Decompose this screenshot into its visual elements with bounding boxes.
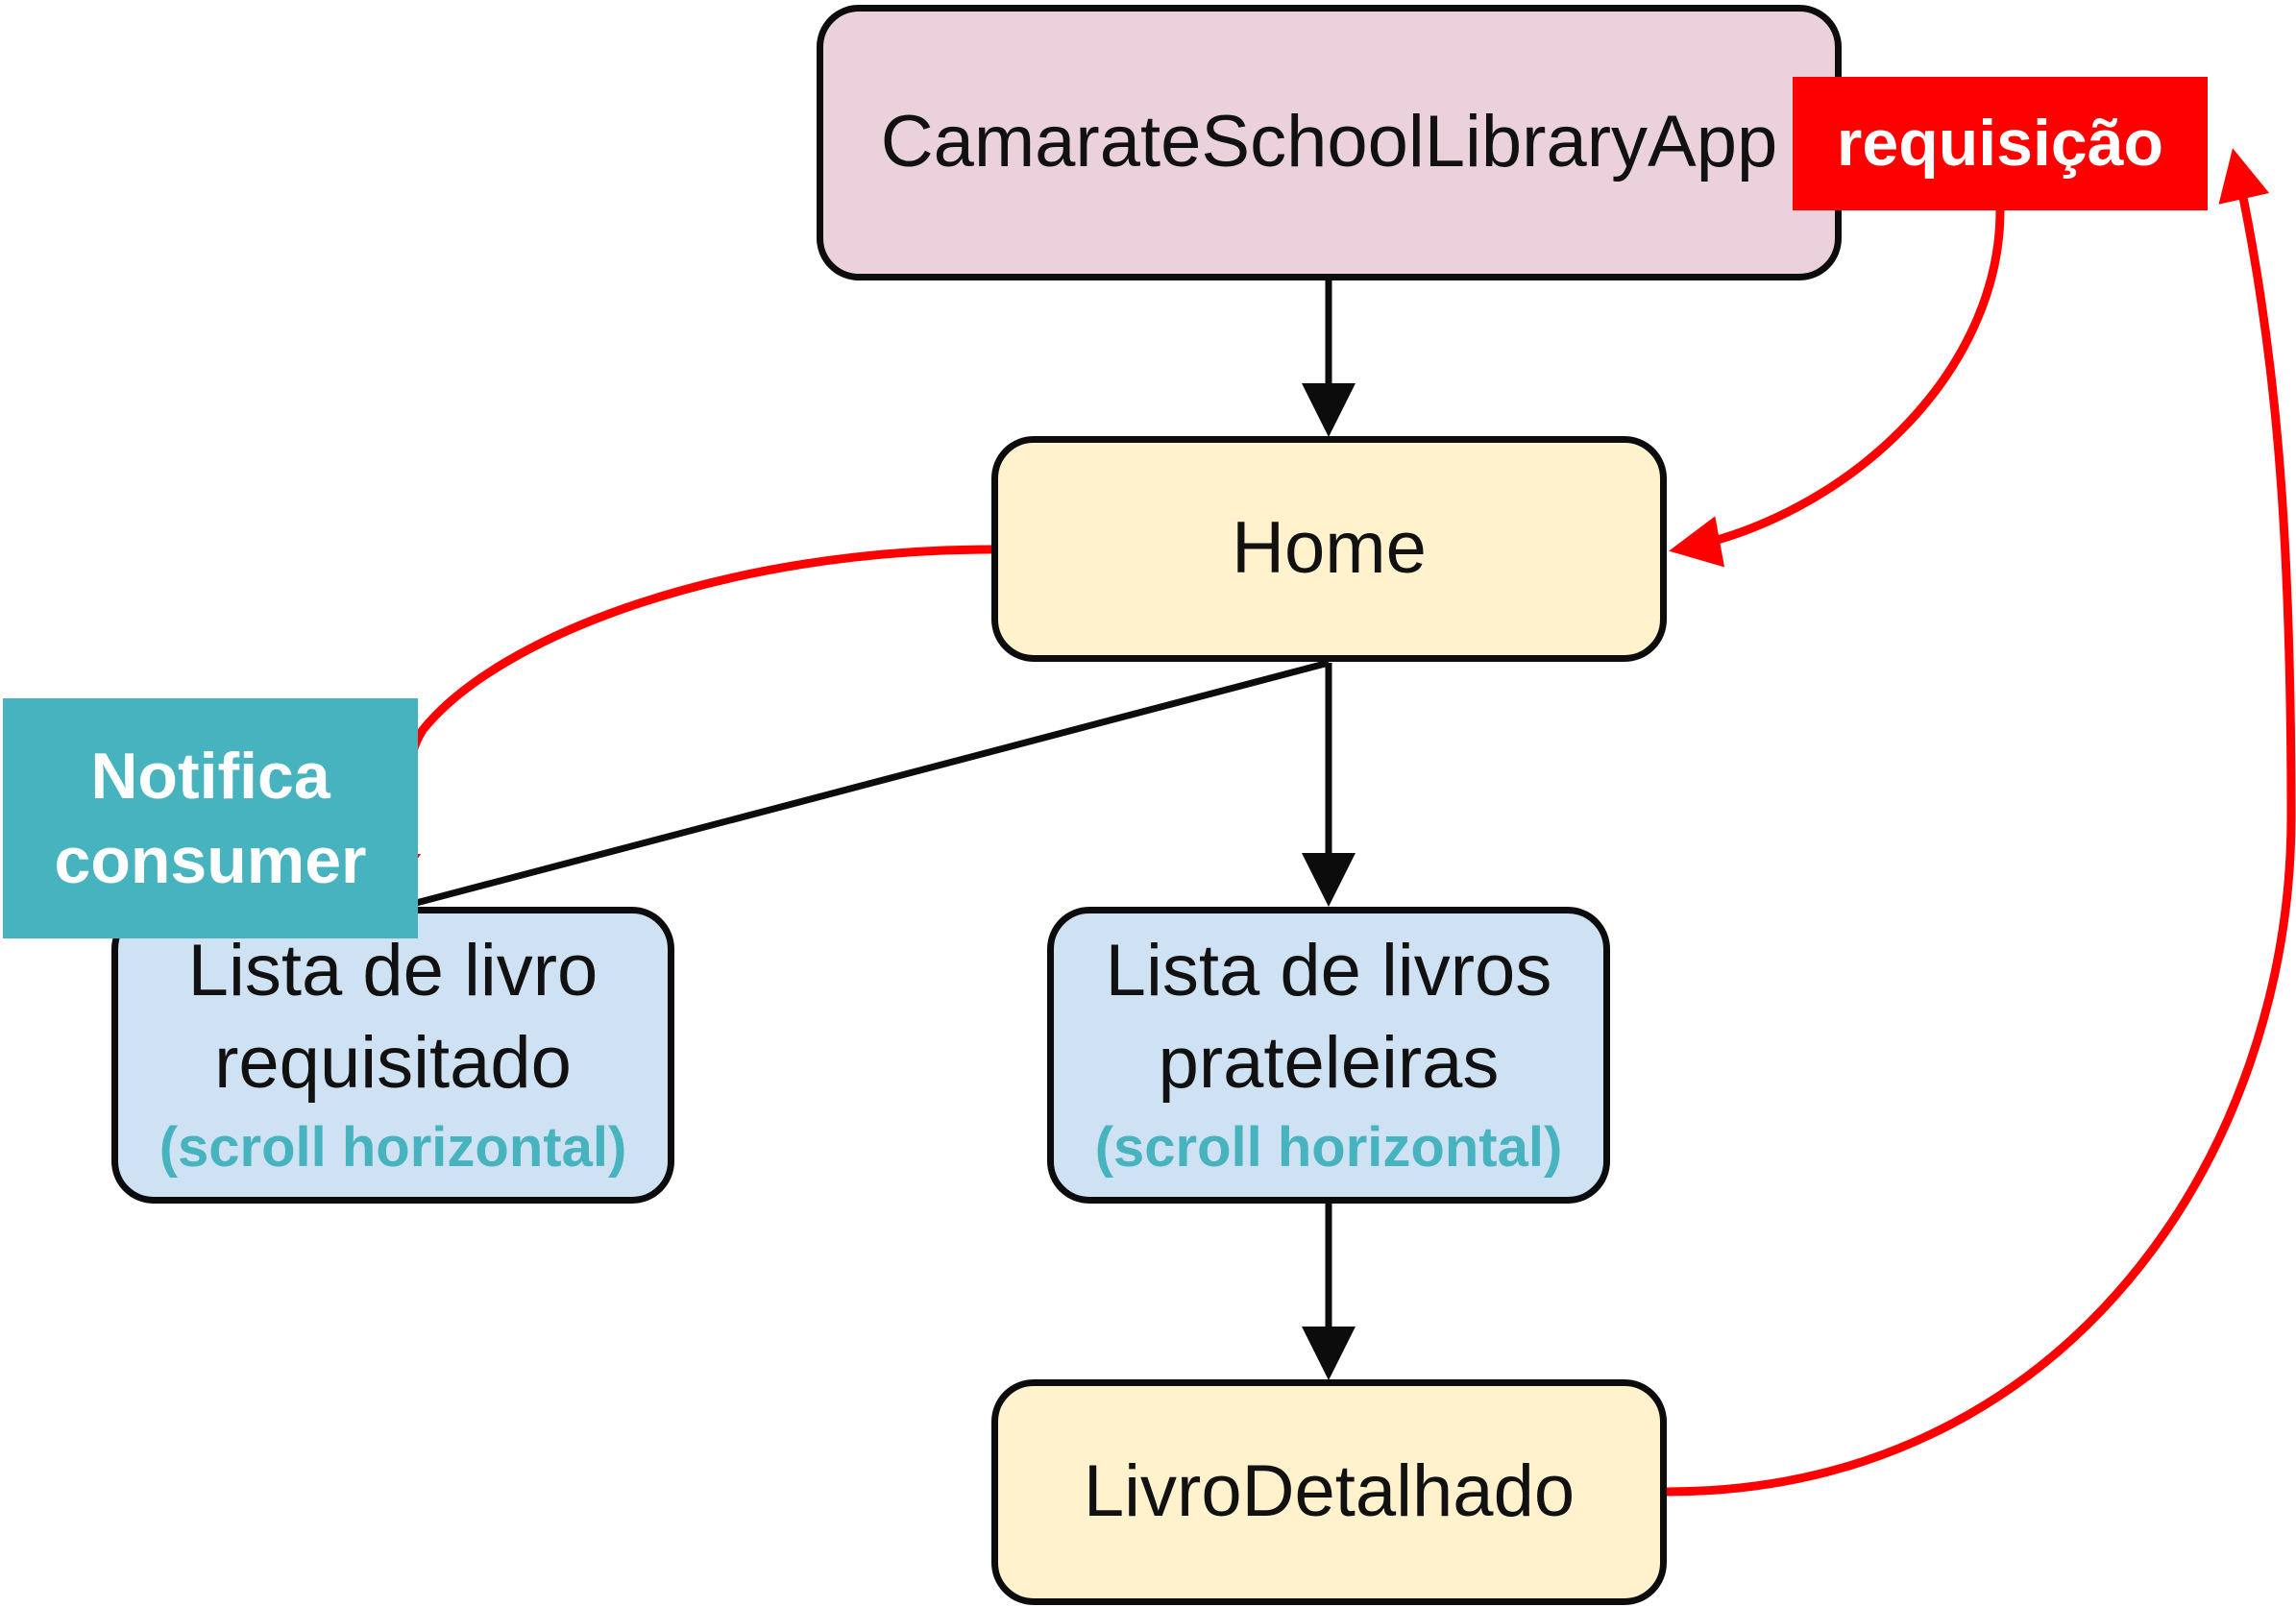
- tag-requisicao: requisição: [1793, 77, 2208, 210]
- edge-home-notifies-requested-list: [369, 545, 992, 902]
- node-home-label: Home: [1232, 507, 1427, 590]
- node-requested-scroll-note: (scroll horizontal): [159, 1115, 627, 1179]
- node-camarate-school-library-app: CamarateSchoolLibraryApp: [817, 5, 1842, 280]
- node-livro-detalhado: LivroDetalhado: [991, 1379, 1667, 1605]
- tag-requisicao-label: requisição: [1836, 107, 2164, 181]
- edge-detail-to-requisicao: [1666, 148, 2296, 1497]
- edge-home-to-requested-list: [401, 659, 1330, 911]
- node-shelves-line1: Lista de livros: [1105, 929, 1552, 1011]
- tag-notifica-consumer: Notifica consumer: [3, 698, 418, 938]
- node-shelves-scroll-note: (scroll horizontal): [1094, 1115, 1563, 1179]
- node-shelves-line2: prateleiras: [1158, 1022, 1500, 1105]
- node-app-label: CamarateSchoolLibraryApp: [880, 101, 1778, 183]
- edge-requisicao-to-home: [1669, 209, 2005, 568]
- node-detail-label: LivroDetalhado: [1083, 1450, 1575, 1533]
- node-requested-line2: requisitado: [214, 1022, 572, 1105]
- node-requested-book-list: Lista de livro requisitado (scroll horiz…: [111, 907, 674, 1204]
- node-shelves-book-list: Lista de livros prateleiras (scroll hori…: [1047, 907, 1610, 1204]
- tag-notifica-line2: consumer: [54, 824, 367, 897]
- node-requested-line1: Lista de livro: [187, 929, 598, 1011]
- node-home: Home: [991, 436, 1667, 662]
- tag-notifica-line1: Notifica: [90, 739, 330, 813]
